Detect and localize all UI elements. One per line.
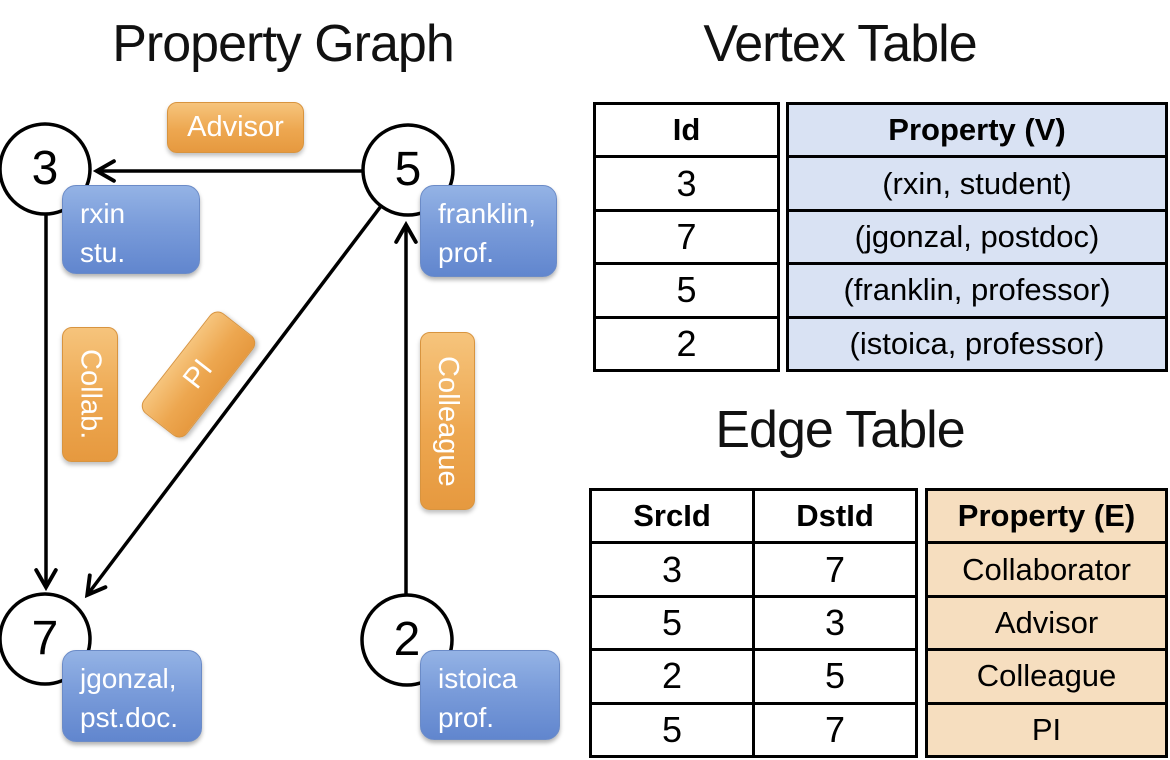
table-row: 7 [596, 208, 777, 262]
vertex-property-cell: (jgonzal, postdoc) [854, 219, 1100, 255]
table-row: Collaborator [928, 541, 1165, 594]
node-2-label: 2 [393, 613, 421, 666]
edge-srcid-cell: 3 [661, 548, 683, 590]
edge-property-cell: Colleague [976, 658, 1117, 694]
edge-property-cell: Advisor [994, 605, 1099, 641]
table-row: (franklin, professor) [789, 262, 1165, 315]
node-5-label: 5 [394, 143, 422, 196]
edge-label-collab: Collab. [62, 327, 118, 462]
table-row: Advisor [928, 594, 1165, 648]
edge-dstid-cell: 7 [752, 544, 915, 595]
property-graph-title: Property Graph [112, 15, 455, 73]
edge-table-header-srcid: SrcId [633, 498, 711, 534]
table-row: 3 7 [592, 541, 915, 595]
vertex-table-id-column: Id 3 7 5 2 [593, 102, 780, 372]
edge-label-collab-text: Collab. [74, 349, 107, 440]
edge-dstid-cell: 7 [752, 704, 915, 756]
vertex-prop-2-line1: istoica [438, 663, 518, 694]
edge-table-header-dstid: DstId [752, 491, 915, 542]
table-row: (rxin, student) [789, 155, 1165, 208]
vertex-property-cell: (franklin, professor) [843, 272, 1111, 308]
vertex-prop-box-3: rxin stu. [62, 185, 200, 274]
edge-label-advisor: Advisor [167, 102, 304, 153]
table-row: PI [928, 701, 1165, 755]
vertex-id-cell: 3 [676, 162, 697, 204]
table-row: (istoica, professor) [789, 315, 1165, 369]
table-row: Colleague [928, 648, 1165, 701]
vertex-table-property-column: Property (V) (rxin, student) (jgonzal, p… [786, 102, 1168, 372]
vertex-prop-box-7: jgonzal, pst.doc. [62, 650, 202, 742]
edge-table-header-property: Property (E) [957, 498, 1136, 534]
node-7-label: 7 [31, 612, 59, 665]
vertex-prop-7-line2: pst.doc. [80, 701, 179, 733]
edge-table-title: Edge Table [715, 401, 965, 459]
vertex-id-cell: 2 [676, 322, 697, 364]
table-row: 2 5 [592, 648, 915, 702]
vertex-prop-7-line1: jgonzal, [80, 663, 177, 694]
vertex-property-cell: (rxin, student) [882, 165, 1072, 201]
table-row: 3 [596, 155, 777, 208]
edge-property-cell: PI [1031, 711, 1062, 747]
vertex-table-title: Vertex Table [703, 15, 977, 73]
vertex-prop-3-line1: rxin [80, 198, 126, 229]
node-3-label: 3 [31, 142, 59, 195]
vertex-id-cell: 7 [676, 216, 697, 258]
edge-label-advisor-text: Advisor [187, 111, 284, 143]
vertex-table-header-property: Property (V) [888, 112, 1066, 148]
vertex-prop-2-line2: prof. [438, 701, 495, 733]
vertex-table-header-id: Id [672, 112, 701, 148]
edge-property-cell: Collaborator [962, 551, 1131, 587]
edge-srcid-cell: 5 [661, 602, 683, 644]
edge-label-pi-text: PI [177, 353, 220, 395]
vertex-prop-box-2: istoica prof. [420, 650, 560, 740]
edge-label-colleague: Colleague [420, 332, 475, 510]
edge-table-property-column: Property (E) Collaborator Advisor Collea… [925, 488, 1168, 758]
table-row: 5 3 [592, 594, 915, 649]
table-row: (jgonzal, postdoc) [789, 208, 1165, 262]
vertex-prop-3-line2: stu. [80, 236, 126, 268]
vertex-prop-5-line2: prof. [438, 236, 495, 268]
edge-label-colleague-text: Colleague [432, 355, 464, 487]
vertex-id-cell: 5 [676, 269, 697, 311]
edge-table-id-columns: SrcId DstId 3 7 5 3 2 5 5 7 [589, 488, 918, 758]
edge-5-7-pi [84, 204, 383, 599]
table-row: 2 [596, 315, 777, 369]
vertex-prop-box-5: franklin, prof. [420, 185, 557, 277]
edge-srcid-cell: 5 [661, 708, 683, 750]
edge-dstid-cell: 5 [752, 651, 915, 702]
edge-srcid-cell: 2 [661, 655, 683, 697]
table-row: 5 [596, 262, 777, 315]
vertex-property-cell: (istoica, professor) [849, 325, 1105, 361]
vertex-prop-5-line1: franklin, [438, 198, 537, 229]
edge-dstid-cell: 3 [752, 597, 915, 649]
table-row: 5 7 [592, 701, 915, 756]
